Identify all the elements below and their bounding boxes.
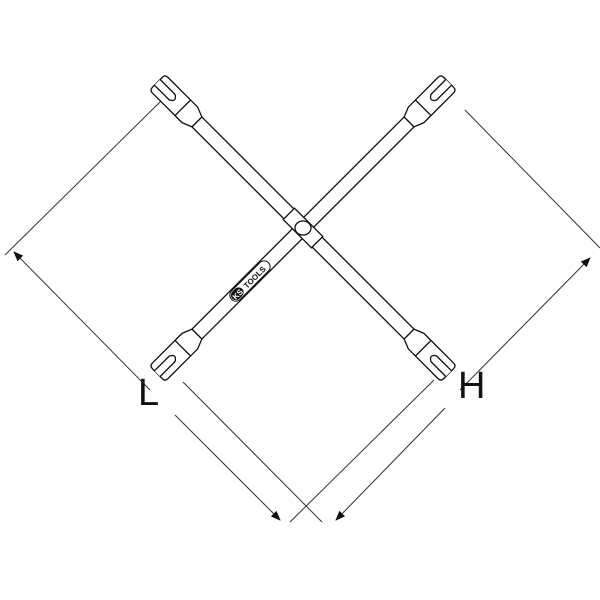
dimension-arrow	[174, 414, 281, 521]
extension-line	[182, 381, 323, 523]
dimension-label-h: H	[458, 365, 485, 407]
extension-line	[289, 379, 435, 523]
arm-top-left	[148, 73, 312, 237]
cross-wrench: KS TOOLS	[148, 73, 458, 383]
arm-top-right	[294, 73, 458, 237]
dimension-l: L	[4, 99, 323, 523]
dimension-arrow	[13, 251, 151, 391]
center-rivet	[294, 220, 312, 236]
dimension-arrow	[459, 257, 591, 391]
ks-tools-logo: KS TOOLS	[229, 260, 271, 302]
dimension-h: H	[289, 109, 600, 523]
dimension-arrow	[335, 407, 446, 521]
extension-line	[464, 109, 600, 249]
arm-bottom-left	[148, 219, 312, 383]
dimension-label-l: L	[138, 372, 159, 414]
arm-bottom-right	[294, 219, 458, 383]
extension-line	[4, 99, 163, 256]
